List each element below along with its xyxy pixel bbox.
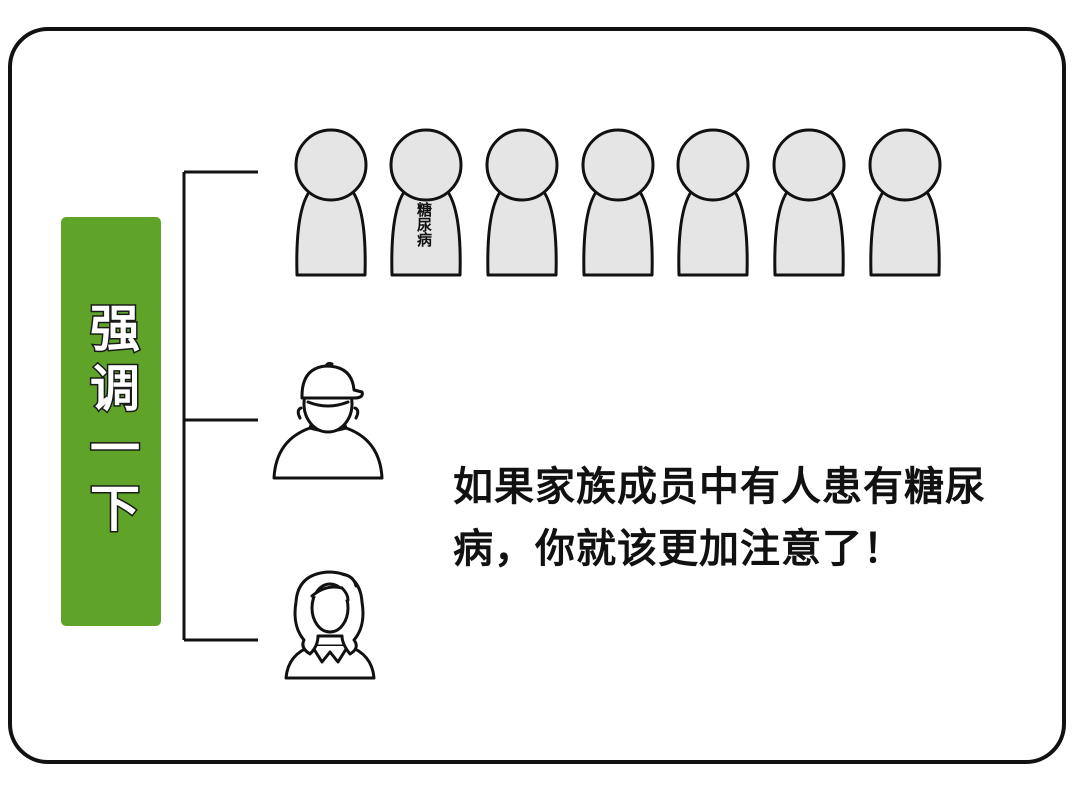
girl-with-long-hair-icon [284,570,376,680]
person-icon-3 [485,128,559,277]
card-frame [8,27,1066,764]
person-icon-5 [676,128,750,277]
boy-with-cap-icon [272,361,384,480]
person-icon-1 [294,128,368,277]
person-icon-6 [772,128,846,277]
warning-message: 如果家族成员中有人患有糖尿病，你就该更加注意了！ [453,464,986,572]
person-icon-4 [581,128,655,277]
person-icon-7 [868,128,942,277]
emphasis-tag: 强调一下 [61,217,161,626]
emphasis-tag-text: 强调一下 [81,300,142,543]
diabetes-label: 糖尿病 [415,202,433,247]
